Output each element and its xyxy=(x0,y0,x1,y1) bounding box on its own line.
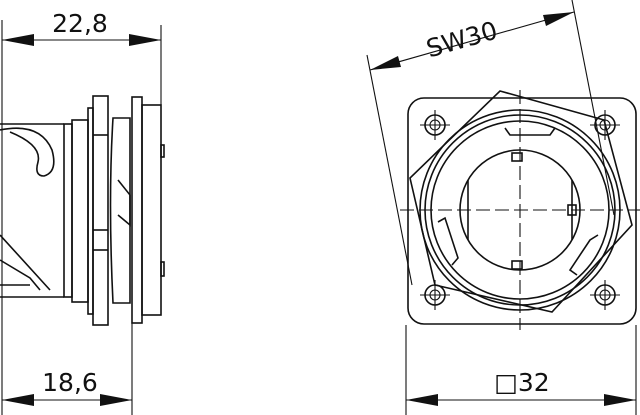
connector-side-profile xyxy=(0,95,165,326)
dimension-overall-length: 22,8 xyxy=(1,9,162,415)
dimension-flange-size: □32 xyxy=(405,325,637,415)
center-lines xyxy=(400,90,640,330)
side-view: 22,8 18,6 xyxy=(0,9,165,415)
flange-plate xyxy=(407,97,637,325)
dimension-body-length: 18,6 xyxy=(2,322,133,415)
front-view: SW30 □32 xyxy=(366,0,640,415)
hex-nut xyxy=(409,90,633,313)
mounting-holes xyxy=(420,110,620,310)
body-length-label: 18,6 xyxy=(42,368,98,397)
wrench-size-label: SW30 xyxy=(423,16,501,64)
overall-length-label: 22,8 xyxy=(52,9,108,38)
flange-size-label: □32 xyxy=(494,368,549,397)
